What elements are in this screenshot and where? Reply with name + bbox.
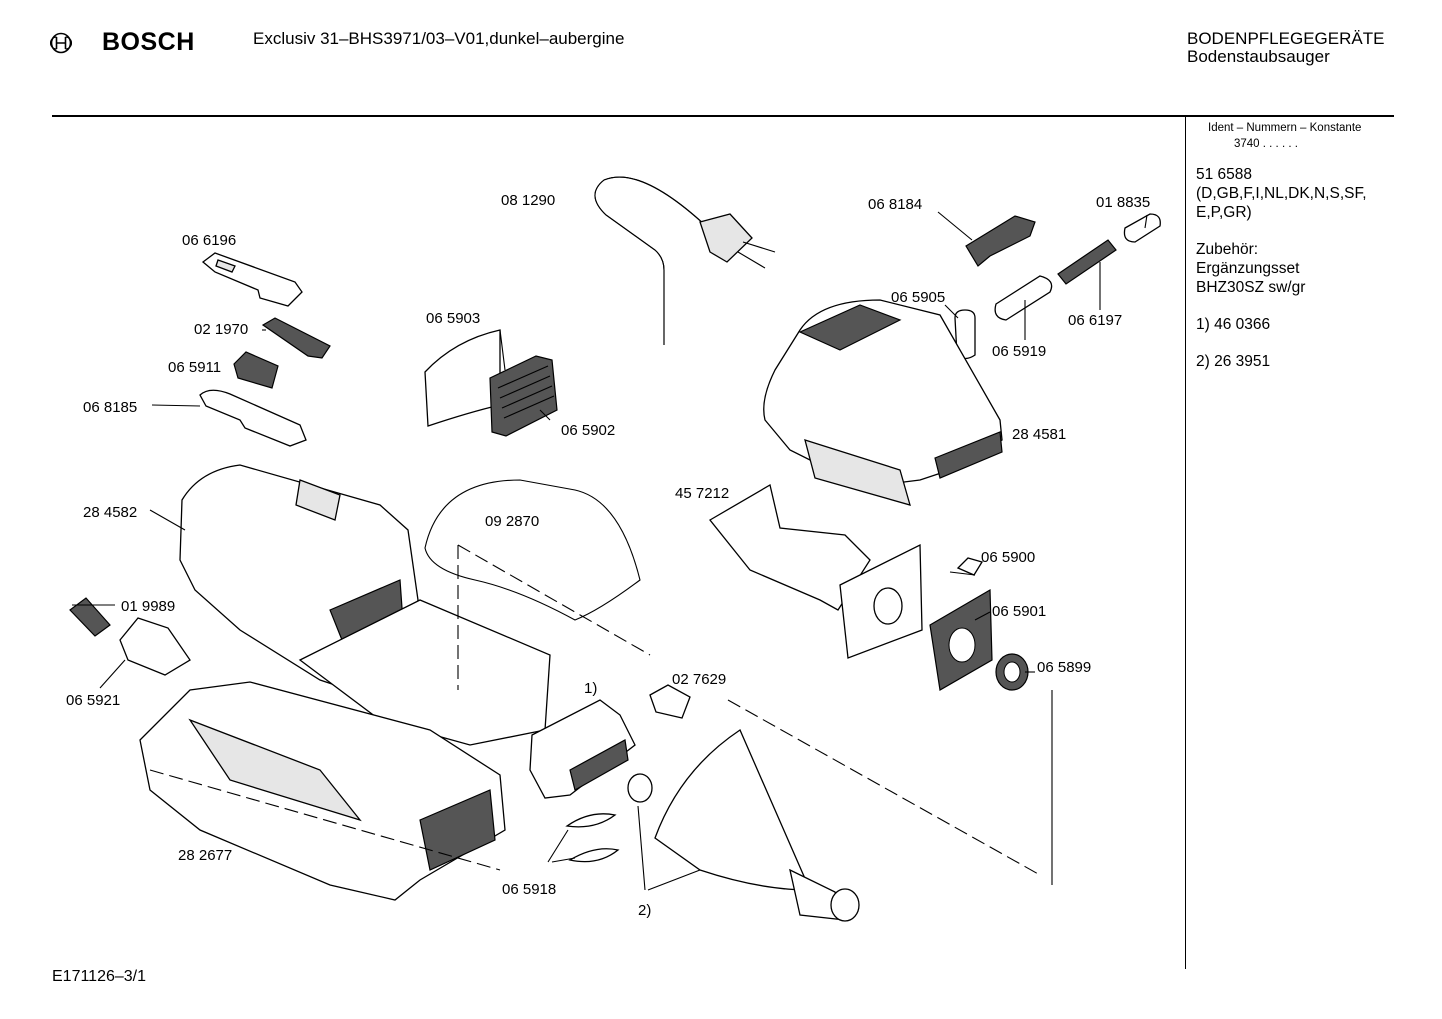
ident-number: 51 6588 — [1196, 166, 1253, 183]
accessory-code: BHZ30SZ sw/gr — [1196, 279, 1306, 296]
part-02-7629-drawing — [649, 684, 691, 719]
label-06-6197: 06 6197 — [1068, 312, 1122, 329]
part-06-5899-drawing — [995, 653, 1029, 691]
label-06-5905: 06 5905 — [891, 289, 945, 306]
note-2: 2) 26 3951 — [1196, 353, 1271, 370]
part-28-4582-drawing — [179, 464, 551, 746]
brand-name: BOSCH — [102, 28, 195, 56]
part-note-2-drawing — [654, 729, 860, 922]
ident-value: 3740 . . . . . . — [1234, 138, 1298, 150]
part-28-2677-drawing — [139, 681, 506, 901]
bosch-logo: BOSCH — [50, 28, 195, 57]
label-06-6196: 06 6196 — [182, 232, 236, 249]
part-45-7212-drawing — [709, 483, 923, 659]
label-28-4581: 28 4581 — [1012, 426, 1066, 443]
label-01-8835: 01 8835 — [1096, 194, 1150, 211]
part-06-5921-drawing — [119, 617, 191, 676]
part-06-5903-drawing — [424, 329, 501, 427]
label-06-8184: 06 8184 — [868, 196, 922, 213]
document-id: E171126–3/1 — [52, 968, 147, 985]
part-06-5911-drawing — [233, 351, 279, 389]
label-08-1290: 08 1290 — [501, 192, 555, 209]
part-28-4581-drawing — [763, 299, 1003, 506]
part-01-8835-drawing — [1123, 213, 1161, 243]
header-divider — [52, 115, 1394, 117]
label-06-5919: 06 5919 — [992, 343, 1046, 360]
label-45-7212: 45 7212 — [675, 485, 729, 502]
label-note-2: 2) — [638, 902, 651, 919]
label-06-5901: 06 5901 — [992, 603, 1046, 620]
note-1: 1) 46 0366 — [1196, 316, 1271, 333]
part-09-2870-drawing — [424, 479, 641, 621]
part-06-5900-drawing — [956, 557, 984, 576]
label-02-7629: 02 7629 — [672, 671, 726, 688]
label-06-5902: 06 5902 — [561, 422, 615, 439]
label-06-5903: 06 5903 — [426, 310, 480, 327]
label-06-5918: 06 5918 — [502, 881, 556, 898]
label-28-4582: 28 4582 — [83, 504, 137, 521]
category-line-1: BODENPFLEGEGERÄTE — [1187, 29, 1385, 48]
label-06-5911: 06 5911 — [168, 359, 221, 376]
part-06-8184-drawing — [965, 215, 1036, 267]
label-01-9989: 01 9989 — [121, 598, 175, 615]
label-06-5900: 06 5900 — [981, 549, 1035, 566]
model-title: Exclusiv 31–BHS3971/03–V01,dunkel–auberg… — [253, 29, 625, 48]
ident-header: Ident – Nummern – Konstante — [1208, 122, 1362, 134]
label-02-1970: 02 1970 — [194, 321, 248, 338]
part-note-1-drawing — [529, 699, 636, 799]
part-06-6197-drawing — [1057, 239, 1117, 285]
part-06-8185-drawing — [199, 389, 307, 447]
label-06-5921: 06 5921 — [66, 692, 120, 709]
category-line-2: Bodenstaubsauger — [1187, 47, 1330, 66]
label-28-2677: 28 2677 — [178, 847, 232, 864]
part-06-5902-drawing — [489, 355, 558, 437]
sidebar-divider — [1185, 117, 1186, 969]
part-06-5901-drawing — [929, 588, 993, 691]
part-01-9989-drawing — [69, 597, 111, 637]
leader-lines — [72, 211, 1148, 891]
part-06-5919-drawing — [994, 275, 1053, 321]
countries-line-2: E,P,GR) — [1196, 204, 1252, 221]
assembly-line-1 — [457, 544, 651, 656]
countries-line-1: (D,GB,F,I,NL,DK,N,S,SF, — [1196, 185, 1367, 202]
power-cord-drawing — [594, 176, 776, 345]
label-09-2870: 09 2870 — [485, 513, 539, 530]
label-note-1: 1) — [584, 680, 597, 697]
accessory-name: Ergänzungsset — [1196, 260, 1300, 277]
assembly-line-3 — [149, 769, 501, 871]
label-06-8185: 06 8185 — [83, 399, 137, 416]
accessory-header: Zubehör: — [1196, 241, 1259, 258]
category: BODENPFLEGEGERÄTE Bodenstaubsauger — [1187, 30, 1384, 66]
part-02-1970-drawing — [261, 317, 331, 359]
label-06-5899: 06 5899 — [1037, 659, 1091, 676]
part-06-5918-drawing — [565, 813, 617, 828]
bosch-armature-icon — [50, 32, 72, 53]
